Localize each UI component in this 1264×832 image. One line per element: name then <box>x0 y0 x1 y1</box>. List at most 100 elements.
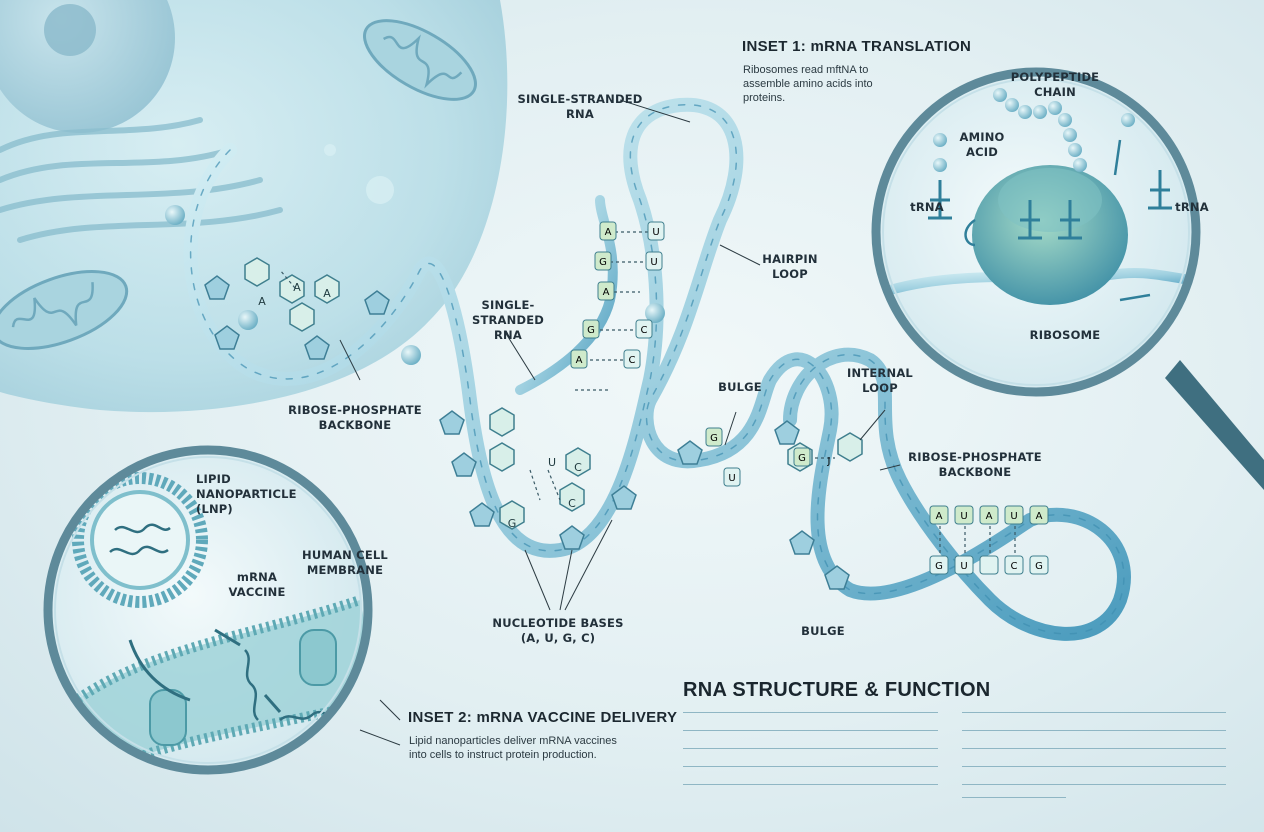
base-rings <box>244 257 863 530</box>
base-letter: U <box>548 456 556 469</box>
base-letter: A <box>986 511 993 522</box>
base-letter: A <box>293 281 301 294</box>
base-tile: U <box>645 251 663 271</box>
base-letter: G <box>798 453 806 464</box>
label-hairpin-loop: HAIRPIN LOOP <box>762 252 818 281</box>
label-human-cell-membrane: HUMAN CELL MEMBRANE <box>302 548 388 577</box>
inset1-title: INSET 1: mRNA TRANSLATION <box>742 38 972 55</box>
note-line <box>962 784 1226 785</box>
base-tile: A <box>979 505 999 525</box>
lipid-nanoparticle <box>72 472 208 608</box>
label-single-stranded-rna-top: SINGLE-STRANDED RNA <box>517 92 643 121</box>
label-bulge-top: BULGE <box>718 380 762 394</box>
label-trna-left: tRNA <box>910 200 944 214</box>
hydrogen-bonds <box>279 231 1016 560</box>
base-letter: U <box>652 227 659 238</box>
base-tile: C <box>1004 555 1024 575</box>
base-tile: C <box>623 349 641 369</box>
hairpin-bases: A G A G A U U C C <box>570 221 665 369</box>
base-tile: G <box>705 427 723 447</box>
base-letter: C <box>641 325 648 336</box>
base-letter: A <box>323 287 331 300</box>
base-tile: G <box>793 447 811 467</box>
lens-rim <box>871 67 1201 397</box>
base-letter: A <box>1036 511 1043 522</box>
lens-rim <box>43 445 373 775</box>
label-lipid-nanoparticle: LIPID NANOPARTICLE (LNP) <box>196 472 297 516</box>
base-letter: C <box>568 497 576 510</box>
note-line <box>962 797 1066 798</box>
inset1-magnifier <box>871 67 1264 490</box>
base-letter: U <box>960 511 967 522</box>
arrows <box>964 139 1151 302</box>
base-tile: G <box>594 251 612 271</box>
cell-background <box>0 0 508 413</box>
label-mrna-vaccine: mRNA VACCINE <box>228 570 286 599</box>
base-letter: C <box>629 355 636 366</box>
base-tile: A <box>599 221 617 241</box>
cell-nucleus <box>0 0 175 133</box>
base-tile: U <box>954 555 974 575</box>
base-letter: G <box>508 517 517 530</box>
endoplasmic-reticulum <box>0 117 283 243</box>
base-letter: C <box>1011 561 1018 572</box>
inset1-description: Ribosomes read mftNA to assemble amino a… <box>743 64 873 104</box>
note-line <box>683 766 938 767</box>
base-tile: G <box>929 555 949 575</box>
label-backbone-right: RIBOSE-PHOSPHATE BACKBONE <box>908 450 1042 479</box>
magnifier-handle <box>1165 360 1264 490</box>
base-letter: A <box>258 295 266 308</box>
inset2-magnifier <box>43 445 373 775</box>
ribose-sugars <box>204 275 850 590</box>
mitochondrion <box>0 270 129 350</box>
label-internal-loop: INTERNAL LOOP <box>847 366 913 395</box>
base-letter: G <box>1035 561 1043 572</box>
label-single-stranded-rna-mid: SINGLE-STRANDED RNA <box>471 298 545 342</box>
label-amino-acid: AMINO ACID <box>959 130 1005 159</box>
base-tile: U <box>954 505 974 525</box>
base-tile: G <box>1029 555 1049 575</box>
note-line <box>683 784 938 785</box>
note-line <box>683 748 938 749</box>
base-letter: A <box>936 511 943 522</box>
base-letter: U <box>1010 511 1017 522</box>
base-tile <box>979 555 999 575</box>
base-letter: U <box>728 473 735 484</box>
base-tile: A <box>929 505 949 525</box>
inset2-description: Lipid nanoparticles deliver mRNA vaccine… <box>409 735 617 761</box>
label-backbone-left: RIBOSE-PHOSPHATE BACKBONE <box>288 403 422 432</box>
note-line <box>962 748 1226 749</box>
mitochondrion <box>363 19 477 101</box>
base-letter: U <box>960 561 967 572</box>
base-letter: U <box>650 257 657 268</box>
note-line <box>962 766 1226 767</box>
label-nucleotide-bases: NUCLEOTIDE BASES (A, U, G, C) <box>492 616 624 645</box>
nucleolus <box>44 4 96 56</box>
label-ribosome: RIBOSOME <box>1029 328 1101 342</box>
trna-molecule <box>928 170 1172 240</box>
bulge-bases: G U G J <box>705 427 831 487</box>
base-letter: J <box>827 456 831 467</box>
note-line <box>962 712 1226 713</box>
base-letter: A <box>576 355 583 366</box>
page-title: RNA STRUCTURE & FUNCTION <box>683 679 991 701</box>
base-letter: A <box>605 227 612 238</box>
base-tile: A <box>597 281 615 301</box>
base-letter: G <box>710 433 718 444</box>
base-tile: G <box>582 319 600 339</box>
central-bases: A A A G C U C <box>258 281 582 530</box>
base-tile: U <box>723 467 741 487</box>
base-letter: G <box>587 325 595 336</box>
base-tile: A <box>570 349 588 369</box>
note-line <box>683 712 938 713</box>
inset2-title: INSET 2: mRNA VACCINE DELIVERY <box>408 709 678 726</box>
base-letter: C <box>574 461 582 474</box>
note-line <box>962 730 1226 731</box>
stem-bases: A U A U A G U C G <box>929 505 1049 575</box>
phosphate-beads <box>165 205 665 365</box>
base-letter: A <box>603 287 610 298</box>
base-tile: A <box>1029 505 1049 525</box>
base-letter: G <box>935 561 943 572</box>
label-trna-right: tRNA <box>1175 200 1209 214</box>
